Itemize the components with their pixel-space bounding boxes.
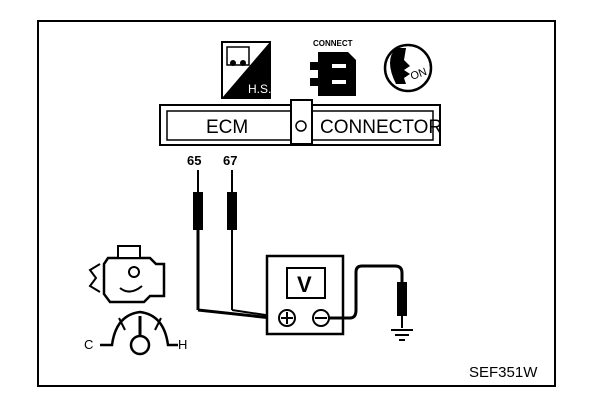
voltmeter-icon: V bbox=[265, 254, 345, 336]
on-key-label: ON bbox=[409, 66, 429, 83]
temperature-gauge-icon bbox=[100, 310, 178, 356]
ground-lead bbox=[329, 264, 407, 328]
engine-icon bbox=[88, 245, 166, 304]
pin-67-label: 67 bbox=[223, 153, 238, 168]
hs-badge-icon: H.S. bbox=[221, 41, 271, 99]
ground-icon bbox=[391, 329, 413, 341]
ecm-connector-block bbox=[159, 99, 441, 146]
hs-badge-label: H.S. bbox=[248, 82, 271, 96]
figure-code: SEF351W bbox=[469, 364, 538, 381]
ignition-key-on-icon: ON bbox=[383, 43, 433, 93]
connector-label: CONNECTOR bbox=[320, 117, 443, 138]
voltmeter-symbol: V bbox=[297, 272, 312, 297]
probe-leads bbox=[193, 170, 273, 320]
pin-65-label: 65 bbox=[187, 153, 202, 168]
ecm-label: ECM bbox=[206, 117, 249, 138]
diagram-frame bbox=[37, 20, 556, 387]
connect-plug-icon bbox=[310, 52, 356, 96]
gauge-hot-label: H bbox=[178, 337, 188, 352]
gauge-cold-label: C bbox=[84, 337, 94, 352]
connect-caption: CONNECT bbox=[313, 39, 353, 48]
